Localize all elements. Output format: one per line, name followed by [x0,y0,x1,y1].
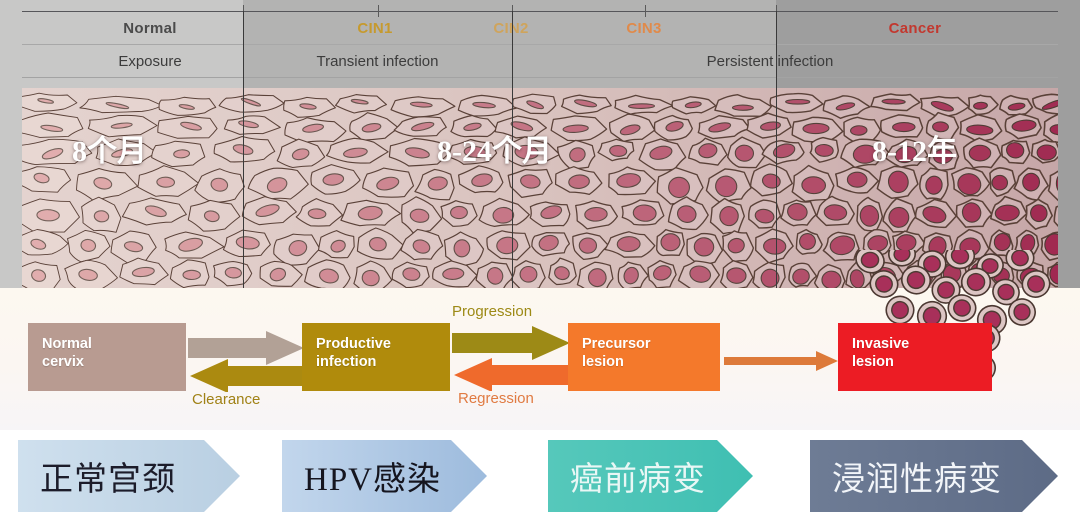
header-rule-middle [22,44,1058,45]
duration-normal: 8个月 [72,135,147,168]
chevron-label: 正常宫颈 [40,462,176,498]
tick-cin3 [645,5,646,17]
flow-box-line2: lesion [582,354,624,370]
phase-label-exposure: Exposure [118,53,182,70]
phase-label-transient: Transient infection [316,53,439,70]
arrow-normal-to-productive [188,331,306,392]
flow-box-precursor-lesion[interactable]: Precursor lesion [568,323,720,391]
divider-normal-cin1 [243,11,244,288]
arrow-label-regression: Regression [458,390,534,407]
arrow-label-progression: Progression [452,303,533,320]
chevron-step-hpv-infection[interactable]: HPV感染 [282,440,487,512]
chevron-label: 浸润性病变 [832,462,1002,498]
duration-cin: 8-24个月 [437,135,552,168]
flow-box-productive-infection[interactable]: Productive infection [302,323,450,391]
histology-panel: Normal CIN1 CIN2 CIN3 Cancer Exposure Tr… [0,0,1080,288]
stage-label-cin1: CIN1 [357,20,393,37]
flow-box-line2: infection [316,354,377,370]
chevron-step-normal-cervix[interactable]: 正常宫颈 [18,440,240,512]
header-rule-bottom [22,77,1058,78]
chevron-step-precancerous-lesion[interactable]: 癌前病变 [548,440,753,512]
flow-box-line2: cervix [42,354,84,370]
stage-label-cancer: Cancer [888,20,942,37]
stage-label-cin2: CIN2 [493,20,529,37]
epithelium-illustration [22,88,1058,288]
flow-box-invasive-lesion[interactable]: Invasive lesion [838,323,992,391]
header-rule-top [22,11,1058,12]
divider-cin3-cancer [776,11,777,288]
staging-header: Normal CIN1 CIN2 CIN3 Cancer Exposure Tr… [0,0,1080,88]
arrow-progression-regression [452,326,572,391]
flow-box-line1: Invasive [852,336,910,352]
chevron-step-invasive-lesion[interactable]: 浸润性病变 [810,440,1058,512]
flow-box-line1: Precursor [582,336,651,352]
duration-cancer: 8-12年 [872,135,957,168]
stage-label-cin3: CIN3 [626,20,662,37]
chevron-label: HPV感染 [304,462,442,498]
stage-label-normal: Normal [123,20,177,37]
divider-cin1-cin2 [512,11,513,288]
chevron-label: 癌前病变 [570,462,706,498]
flow-box-normal-cervix[interactable]: Normal cervix [28,323,186,391]
flow-box-line1: Productive [316,336,391,352]
flow-box-line2: lesion [852,354,894,370]
arrow-precursor-to-invasive [724,351,838,371]
tick-cin1-mid [378,5,379,17]
flow-box-line1: Normal [42,336,92,352]
phase-label-persistent: Persistent infection [706,53,834,70]
arrow-label-clearance: Clearance [192,391,261,408]
summary-chevron-banner: 正常宫颈 HPV感染 癌前病变 浸润性病 [0,430,1080,525]
